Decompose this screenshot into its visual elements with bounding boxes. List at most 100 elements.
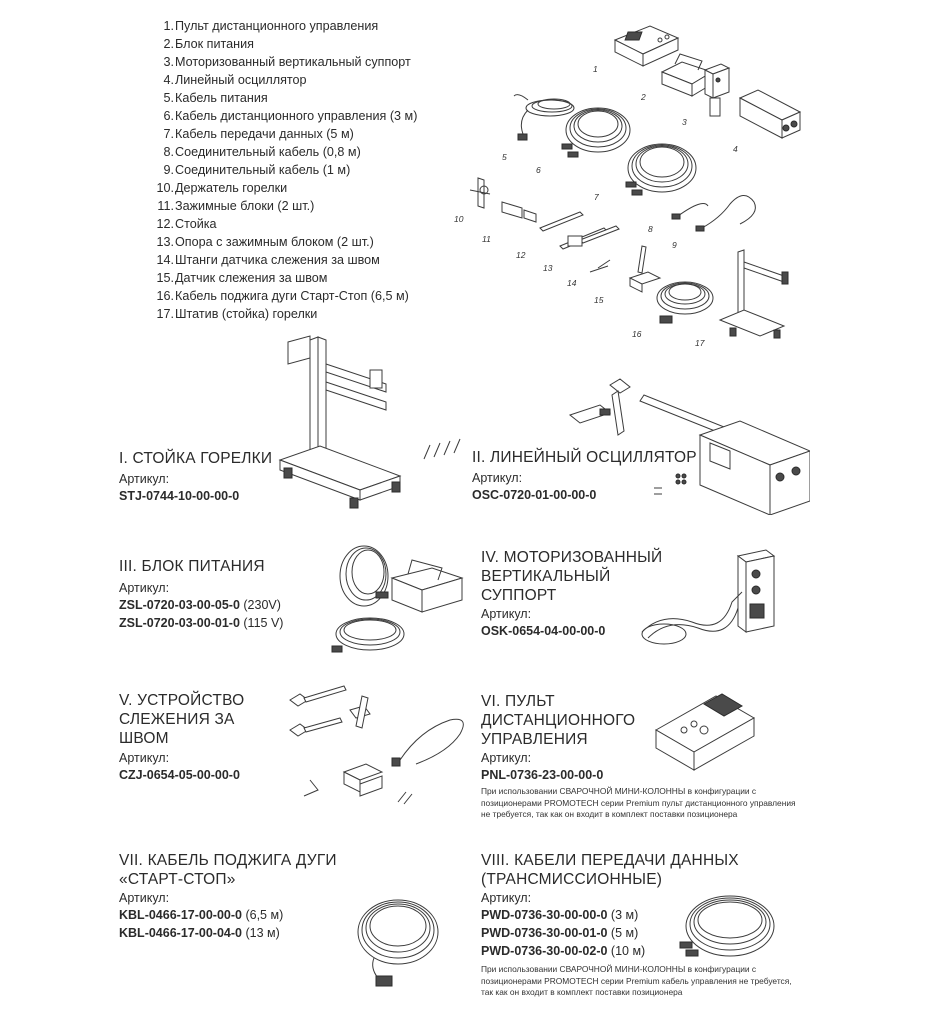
callout-10: 10	[454, 214, 464, 224]
section-5-codes: CZJ-0654-05-00-00-0	[119, 766, 244, 784]
section-7-codes: KBL-0466-17-00-00-0 (6,5 м)KBL-0466-17-0…	[119, 906, 337, 942]
parts-list-label: Кабель дистанционного управления (3 м)	[175, 109, 418, 123]
section-3-title: III. БЛОК ПИТАНИЯ	[119, 558, 265, 575]
parts-list-label: Держатель горелки	[175, 181, 288, 195]
support-clamp-drawing	[559, 225, 620, 250]
callout-14: 14	[567, 278, 577, 288]
article-code: PWD-0736-30-00-00-0	[481, 908, 608, 922]
article-code: PWD-0736-30-00-02-0	[481, 944, 608, 958]
section-2-article-label: Артикул:	[472, 471, 523, 485]
parts-list-item: 11.Зажимные блоки (2 шт.)	[150, 197, 450, 215]
article-code-row: CZJ-0654-05-00-00-0	[119, 766, 244, 784]
callout-5: 5	[502, 152, 507, 162]
parts-list-item: 15.Датчик слежения за швом	[150, 269, 450, 287]
article-code-row: STJ-0744-10-00-00-0	[119, 487, 272, 505]
article-code-row: OSK-0654-04-00-00-0	[481, 622, 662, 640]
section-title-line: VIII. КАБЕЛИ ПЕРЕДАЧИ ДАННЫХ	[481, 852, 739, 869]
connecting-cables-drawing	[671, 195, 756, 232]
section-title-line: ШВОМ	[119, 730, 169, 747]
callout-4: 4	[733, 144, 738, 154]
power-block-image	[331, 545, 464, 653]
parts-list-item: 1.Пульт дистанционного управления	[150, 17, 450, 35]
section-title-line: VII. КАБЕЛЬ ПОДЖИГА ДУГИ	[119, 852, 337, 869]
parts-list-label: Опора с зажимным блоком (2 шт.)	[175, 235, 374, 249]
linear-oscillator-drawing	[738, 89, 802, 139]
parts-list-number: 9.	[163, 163, 174, 177]
parts-list-label: Моторизованный вертикальный суппорт	[175, 55, 411, 69]
exploded-parts-diagram: 1 2 3 4 5 6 7 8 9 10 11 12 13 14 15 16 1…	[454, 25, 802, 348]
section-title-line: СЛЕЖЕНИЯ ЗА	[119, 711, 235, 728]
section-8-article-label: Артикул:	[481, 891, 532, 905]
remote-control-image	[654, 693, 756, 771]
power-block-drawing	[660, 53, 714, 97]
power-cable-drawing	[513, 94, 575, 141]
callout-7: 7	[594, 192, 599, 202]
parts-list-label: Соединительный кабель (1 м)	[175, 163, 351, 177]
callout-6: 6	[536, 165, 541, 175]
callout-11: 11	[482, 234, 491, 244]
article-code-row: KBL-0466-17-00-00-0 (6,5 м)	[119, 906, 337, 924]
article-code: ZSL-0720-03-00-01-0	[119, 616, 240, 630]
parts-list-item: 5.Кабель питания	[150, 89, 450, 107]
callout-3: 3	[682, 117, 687, 127]
parts-list-item: 12.Стойка	[150, 215, 450, 233]
section-title-line: СУППОРТ	[481, 587, 557, 604]
section-5-title: V. УСТРОЙСТВО СЛЕЖЕНИЯ ЗА ШВОМ	[119, 691, 244, 748]
section-title-line: ДИСТАНЦИОННОГО	[481, 712, 636, 729]
callout-9: 9	[672, 240, 677, 250]
parts-list-number: 2.	[163, 37, 174, 51]
parts-list-item: 9.Соединительный кабель (1 м)	[150, 161, 450, 179]
article-code: OSC-0720-01-00-00-0	[472, 488, 597, 502]
parts-list-item: 13.Опора с зажимным блоком (2 шт.)	[150, 233, 450, 251]
section-7-article-label: Артикул:	[119, 891, 170, 905]
section-5-article-label: Артикул:	[119, 751, 170, 765]
parts-list-label: Штатив (стойка) горелки	[175, 307, 318, 321]
parts-list-number: 12.	[156, 217, 174, 231]
remote-cable-coil-drawing	[561, 107, 631, 158]
seam-sensor-drawing	[628, 245, 662, 293]
callout-1: 1	[593, 64, 598, 74]
parts-list-item: 3.Моторизованный вертикальный суппорт	[150, 53, 450, 71]
small-pins-image	[423, 438, 461, 460]
section-4-codes: OSK-0654-04-00-00-0	[481, 622, 662, 640]
article-code-row: ZSL-0720-03-00-05-0 (230V)	[119, 596, 283, 614]
start-stop-cable-image	[357, 899, 439, 987]
parts-list-number: 11.	[157, 199, 174, 213]
article-code-row: KBL-0466-17-00-04-0 (13 м)	[119, 924, 337, 942]
section-title-line: ВЕРТИКАЛЬНЫЙ	[481, 568, 611, 585]
section-3-codes: ZSL-0720-03-00-05-0 (230V) ZSL-0720-03-00…	[119, 596, 283, 632]
remote-control-drawing	[613, 25, 680, 67]
article-code-variant: (5 м)	[607, 926, 639, 940]
section-6-article-label: Артикул:	[481, 751, 532, 765]
callout-17: 17	[695, 338, 705, 348]
article-code: KBL-0466-17-00-04-0	[119, 926, 242, 940]
article-code: CZJ-0654-05-00-00-0	[119, 768, 240, 782]
article-code-row: PWD-0736-30-00-01-0 (5 м)	[481, 924, 801, 942]
section-4-article-label: Артикул:	[481, 607, 532, 621]
parts-list-item: 14.Штанги датчика слежения за швом	[150, 251, 450, 269]
section-title-line: V. УСТРОЙСТВО	[119, 692, 245, 709]
parts-list-item: 8.Соединительный кабель (0,8 м)	[150, 143, 450, 161]
parts-list-number: 6.	[163, 109, 174, 123]
parts-list-item: 4.Линейный осциллятор	[150, 71, 450, 89]
parts-list-label: Кабель поджига дуги Старт-Стоп (6,5 м)	[175, 289, 409, 303]
callout-2: 2	[640, 92, 646, 102]
section-4-title: IV. МОТОРИЗОВАННЫЙ ВЕРТИКАЛЬНЫЙ СУППОРТ	[481, 548, 662, 605]
parts-list-label: Стойка	[175, 217, 217, 231]
small-screws-image	[654, 473, 687, 495]
section-7-title: VII. КАБЕЛЬ ПОДЖИГА ДУГИ «СТАРТ-СТОП»	[119, 851, 337, 889]
article-code: OSK-0654-04-00-00-0	[481, 624, 606, 638]
linear-oscillator-image	[568, 378, 810, 515]
section-title-line: «СТАРТ-СТОП»	[119, 871, 236, 888]
sensor-rods-drawing	[589, 259, 611, 273]
section-title-line: IV. МОТОРИЗОВАННЫЙ	[481, 549, 663, 566]
section-8-codes: PWD-0736-30-00-00-0 (3 м)PWD-0736-30-00-…	[481, 906, 801, 960]
article-code-row: OSC-0720-01-00-00-0	[472, 486, 697, 504]
article-code: PWD-0736-30-00-01-0	[481, 926, 608, 940]
article-code: PNL-0736-23-00-00-0	[481, 768, 604, 782]
parts-list-label: Штанги датчика слежения за швом	[175, 253, 380, 267]
torch-stand-drawing	[718, 249, 789, 339]
article-code-row: PWD-0736-30-00-02-0 (10 м)	[481, 942, 801, 960]
